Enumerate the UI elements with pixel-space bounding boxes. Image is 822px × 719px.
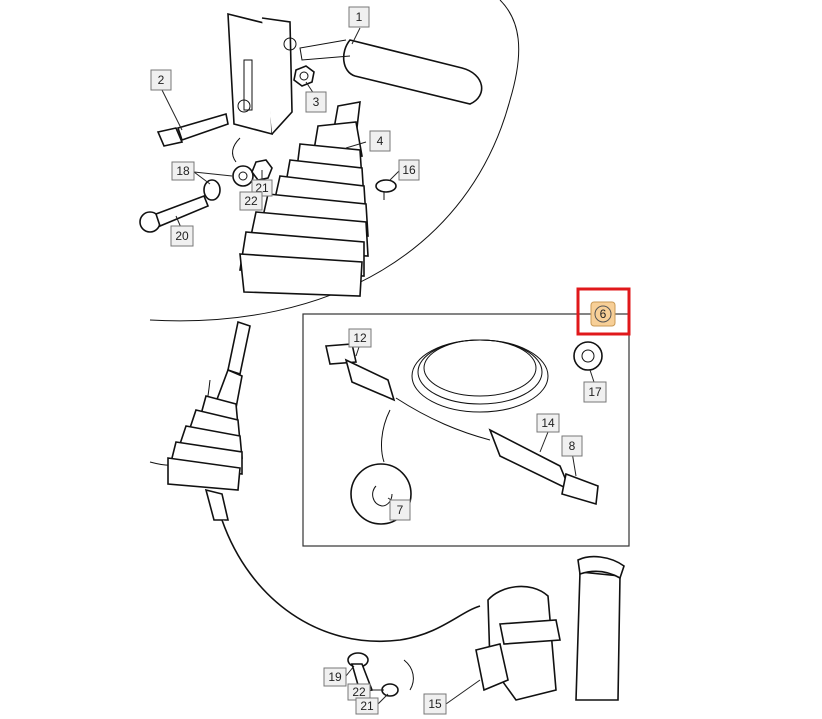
lever-lower [167,320,251,521]
svg-text:20: 20 [175,229,189,243]
svg-text:8: 8 [569,439,576,453]
svg-text:3: 3 [313,95,320,109]
bolt-long [156,112,229,147]
part-label-18: 18 [171,161,195,181]
part-label-16: 16 [398,159,420,181]
bolt-short [139,179,221,233]
leader-lines [161,27,595,705]
svg-text:15: 15 [428,697,442,711]
gaiter-boot-upper [239,143,369,297]
part-label-7: 7 [389,499,411,521]
coiled-cable [325,339,599,506]
part-label-6-highlighted: 6 [576,287,631,336]
svg-text:2: 2 [158,73,165,87]
part-label-17: 17 [583,381,607,403]
upper-assembly-arc [149,0,520,322]
svg-text:7: 7 [397,503,404,517]
svg-text:22: 22 [352,685,366,699]
grommet [573,341,603,371]
clip [375,179,397,200]
svg-text:21: 21 [360,699,374,713]
part-label-8: 8 [561,435,583,457]
svg-text:16: 16 [402,163,416,177]
lever-handle [227,12,483,136]
brake-mechanism [475,555,625,701]
cable-lower [221,519,481,642]
part-label-22-lower: 22 [347,683,371,701]
part-label-1: 1 [348,6,370,28]
svg-text:19: 19 [328,670,342,684]
part-label-4: 4 [369,130,391,152]
inset-box [302,313,630,547]
highlight-box [576,287,631,336]
svg-text:22: 22 [244,194,258,208]
part-label-3: 3 [305,91,327,113]
part-label-12: 12 [348,328,372,348]
part-label-22: 22 [239,191,263,211]
svg-text:18: 18 [176,164,190,178]
svg-text:14: 14 [541,416,555,430]
part-label-2: 2 [150,69,172,91]
part-label-19: 19 [323,667,347,687]
part-label-14: 14 [536,413,560,433]
svg-text:12: 12 [353,331,367,345]
svg-text:6: 6 [600,307,607,321]
part-label-21-lower: 21 [355,697,379,715]
svg-text:17: 17 [588,385,602,399]
part-label-15: 15 [423,693,447,715]
part-label-20: 20 [170,225,194,247]
nut [293,65,315,87]
svg-text:1: 1 [356,10,363,24]
svg-text:4: 4 [377,134,384,148]
